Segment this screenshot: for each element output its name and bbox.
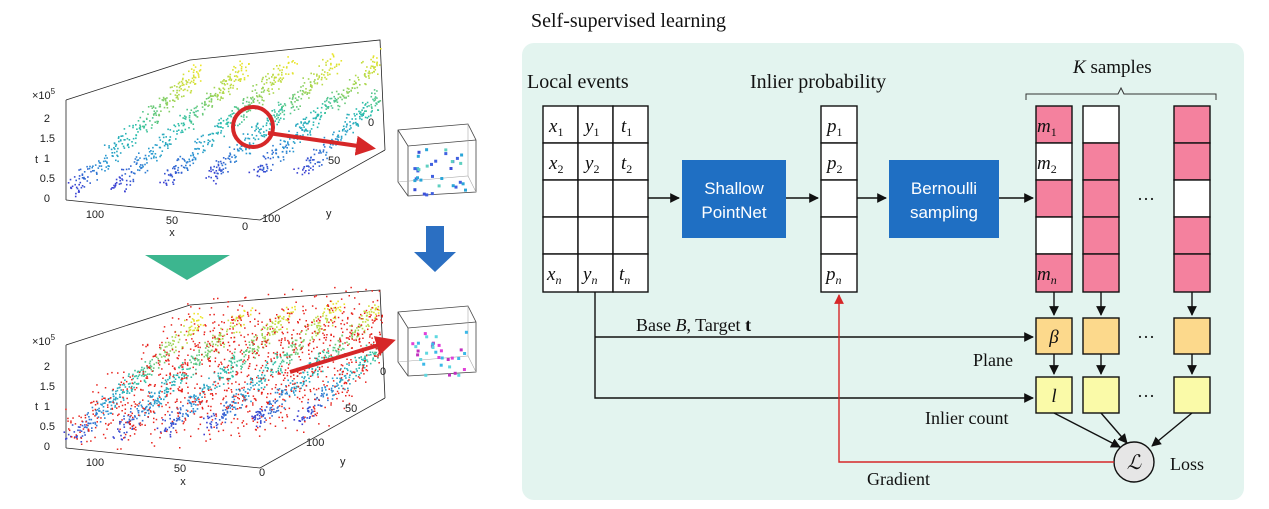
- mask-m2: m2: [1037, 153, 1057, 176]
- bottom-x-tick-1: 50: [174, 463, 186, 475]
- mask-m1: m1: [1037, 116, 1057, 139]
- top-t-axis-label: t: [35, 154, 38, 166]
- inlier-count-label: Inlier count: [925, 408, 1008, 428]
- bottom-x-tick-0: 100: [86, 457, 104, 469]
- inlier-count-2: [1082, 376, 1120, 414]
- top-y-tick-1: 50: [328, 155, 340, 167]
- bottom-zoom-cube: [397, 305, 477, 377]
- bottom-x-tick-2: 0: [259, 467, 265, 479]
- cell-tn: tn: [619, 264, 630, 287]
- beta-symbol: β: [1048, 327, 1059, 348]
- bernoulli-line-2: sampling: [910, 203, 978, 222]
- top-exponent: ×105: [32, 87, 56, 102]
- base-target-label: Base B, Target t: [636, 315, 751, 335]
- bottom-event-points: [63, 286, 383, 450]
- mask-column-2: [1082, 105, 1120, 293]
- inlier-count-k: [1173, 376, 1211, 414]
- bottom-t-axis-label: t: [35, 401, 38, 413]
- events-table: x1 y1 t1 x2 y2 t2 xn yn tn: [542, 105, 649, 293]
- prob-pn: pn: [824, 264, 842, 287]
- bottom-t-tick-3: 0.5: [40, 421, 55, 433]
- cell-x1: x1: [548, 116, 563, 139]
- top-zoom-cube: [397, 123, 477, 197]
- bernoulli-line-1: Bernoulli: [911, 179, 977, 198]
- pointnet-line-1: Shallow: [704, 179, 764, 198]
- top-x-axis-label: x: [169, 227, 175, 239]
- down-arrow-blue: [414, 226, 456, 272]
- probability-column: p1 p2 pn: [820, 105, 858, 293]
- down-arrow-green: [145, 255, 230, 280]
- mask-column-1: m1 m2 mn: [1035, 105, 1073, 293]
- cell-t1: t1: [621, 116, 632, 139]
- bernoulli-sampling-block: [889, 160, 999, 238]
- top-t-tick-3: 0.5: [40, 173, 55, 185]
- zoom-arrow-bottom: [289, 336, 396, 374]
- ellipsis-count: ···: [1137, 386, 1155, 406]
- gradient-label: Gradient: [867, 469, 930, 489]
- plane-label: Plane: [973, 350, 1013, 370]
- top-y-axis-label: y: [326, 208, 332, 220]
- top-x-tick-0: 100: [86, 209, 104, 221]
- gradient-path: [834, 294, 1114, 463]
- bottom-y-tick-2: 100: [306, 437, 324, 449]
- top-t-tick-2: 1: [44, 153, 50, 165]
- top-y-tick-2: 100: [262, 213, 280, 225]
- bottom-y-tick-0: 0: [380, 366, 386, 378]
- section-title: Self-supervised learning: [531, 10, 726, 32]
- bottom-scatter-plot: ×105 t 2 1.5 1 0.5 0 100 50 0 x 0 50 100…: [32, 286, 396, 488]
- top-scatter-plot: ×105 t 2 1.5 1 0.5 0 100 50 0 x 0 50 100…: [32, 39, 386, 239]
- plane-beta-1: [1035, 317, 1073, 355]
- top-x-tick-1: 50: [166, 215, 178, 227]
- mask-column-k: [1173, 105, 1211, 293]
- prob-p1: p1: [825, 116, 843, 139]
- highlight-circle: [231, 105, 275, 149]
- inlier-probability-label: Inlier probability: [750, 71, 886, 93]
- bottom-exponent: ×105: [32, 333, 56, 348]
- ellipsis-plane: ···: [1137, 327, 1155, 347]
- ellipsis-masks: ···: [1137, 189, 1155, 209]
- plane-beta-2: [1082, 317, 1120, 355]
- top-t-tick-1: 1.5: [40, 133, 55, 145]
- cell-x2: x2: [548, 153, 563, 176]
- plane-beta-k: [1173, 317, 1211, 355]
- top-event-points: [67, 48, 382, 198]
- cell-y2: y2: [583, 153, 599, 176]
- cell-xn: xn: [546, 264, 561, 287]
- top-t-tick-4: 0: [44, 193, 50, 205]
- cell-y1: y1: [583, 116, 599, 139]
- prob-p2: p2: [825, 153, 843, 176]
- cell-yn: yn: [581, 264, 597, 287]
- zoom-arrow-top: [267, 131, 376, 156]
- bottom-x-axis-label: x: [180, 476, 186, 488]
- bottom-t-tick-4: 0: [44, 441, 50, 453]
- k-samples-label: K samples: [1072, 57, 1152, 78]
- cell-t2: t2: [621, 153, 632, 176]
- bottom-y-axis-label: y: [340, 456, 346, 468]
- bottom-t-tick-2: 1: [44, 401, 50, 413]
- top-t-tick-0: 2: [44, 113, 50, 125]
- top-x-tick-2: 0: [242, 221, 248, 233]
- local-events-label: Local events: [527, 71, 629, 93]
- top-y-tick-0: 0: [368, 117, 374, 129]
- l-symbol: l: [1051, 386, 1056, 407]
- shallow-pointnet-block: [682, 160, 786, 238]
- mask-mn: mn: [1037, 264, 1057, 287]
- bottom-t-tick-0: 2: [44, 361, 50, 373]
- bottom-t-tick-1: 1.5: [40, 381, 55, 393]
- pointnet-line-2: PointNet: [701, 203, 766, 222]
- k-samples-brace: [1025, 86, 1217, 100]
- bottom-y-tick-1: 50: [345, 403, 357, 415]
- loss-label: Loss: [1170, 454, 1204, 474]
- loss-symbol: ℒ: [1127, 452, 1142, 474]
- arrow-events-to-count: [594, 292, 1034, 403]
